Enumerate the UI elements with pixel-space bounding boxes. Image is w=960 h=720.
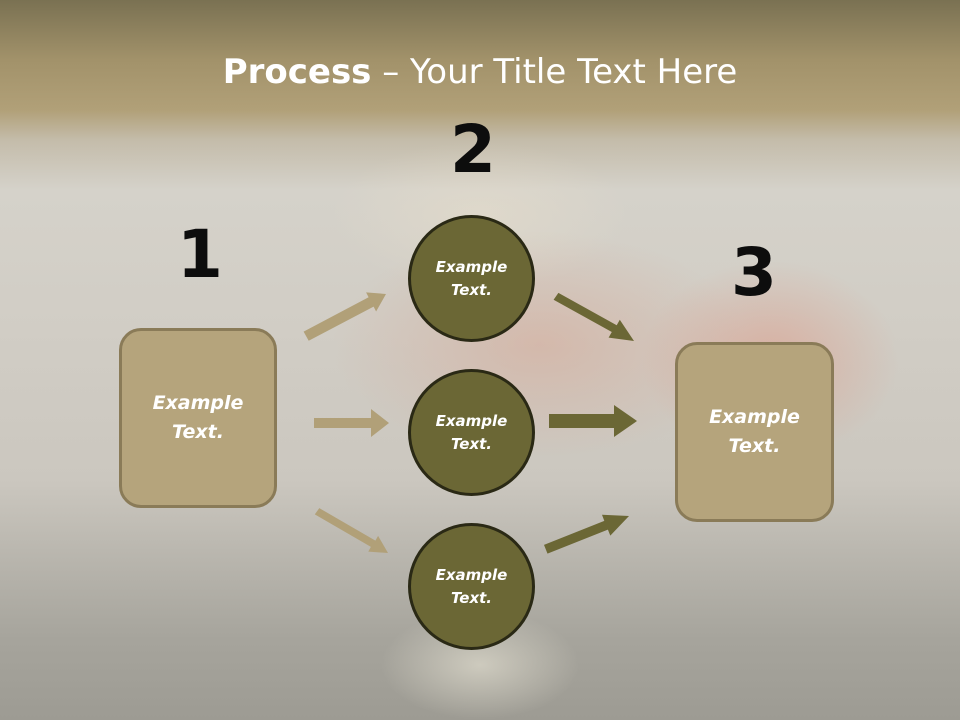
arrow-to-circle-middle: [314, 409, 389, 437]
title-bold: Process: [222, 52, 372, 92]
circle-top-text: Example Text.: [435, 257, 508, 299]
circle-middle-text: Example Text.: [435, 411, 508, 453]
step-2-circle-bottom: Example Text.: [408, 523, 535, 650]
arrow-to-circle-bottom: [314, 508, 388, 553]
arrow-to-circle-top: [303, 292, 386, 341]
step-3-box: Example Text.: [675, 342, 834, 522]
arrow-from-circle-middle: [549, 405, 637, 437]
step-2-circle-middle: Example Text.: [408, 369, 535, 496]
circle-bottom-text: Example Text.: [435, 565, 508, 607]
slide-title: Process – Your Title Text Here: [0, 52, 960, 92]
step-number-2: 2: [450, 111, 496, 188]
step-1-box: Example Text.: [119, 328, 277, 508]
title-rest: – Your Title Text Here: [371, 52, 738, 92]
step-1-text: Example Text.: [152, 392, 244, 443]
arrow-from-circle-bottom: [544, 514, 629, 554]
step-number-1: 1: [177, 216, 223, 293]
arrow-from-circle-top: [553, 292, 634, 341]
step-2-circle-top: Example Text.: [408, 215, 535, 342]
step-number-3: 3: [731, 234, 777, 311]
step-3-text: Example Text.: [709, 406, 800, 457]
